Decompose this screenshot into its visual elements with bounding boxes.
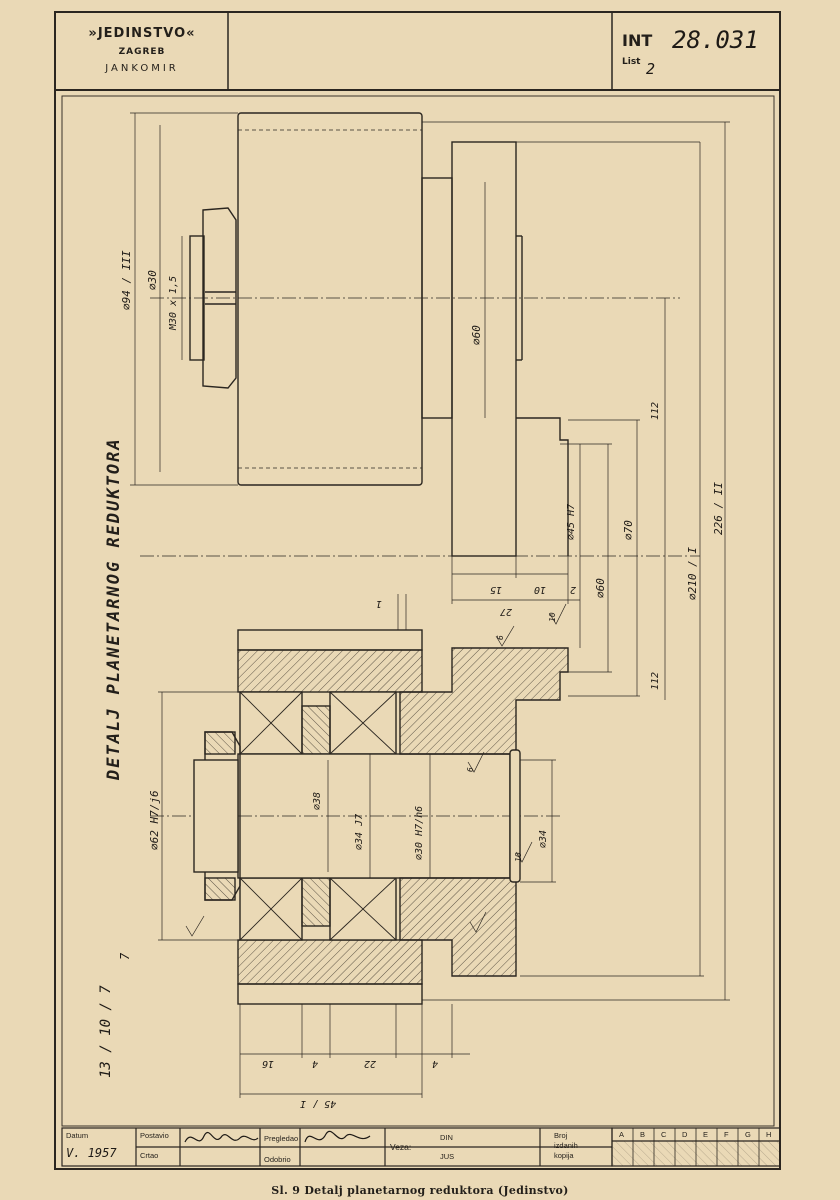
dim-d34-pin: ⌀34 J7 [354, 813, 365, 850]
veza-label: Veza: [390, 1142, 412, 1152]
drawing-title: DETALJ PLANETARNOG REDUKTORA [104, 437, 124, 780]
company-name: »JEDINSTVO« [88, 26, 196, 41]
dim-d38: ⌀38 [312, 791, 323, 810]
letter-c: C [661, 1130, 667, 1139]
company-location: JANKOMIR [105, 63, 179, 74]
letter-a: A [619, 1130, 625, 1139]
dim-d210: ⌀210 / I [686, 547, 699, 600]
signature-postavio [184, 1132, 259, 1143]
int-label: INT [622, 31, 653, 50]
dim-b16: 16 [262, 1058, 275, 1069]
company-city: ZAGREB [118, 47, 166, 57]
roughness-a: 10 [548, 612, 557, 622]
letter-f: F [724, 1130, 729, 1139]
dim-d70: ⌀70 [622, 520, 635, 540]
letter-d: D [682, 1130, 688, 1139]
roughness-c: 6 [496, 635, 505, 640]
dim-d94: ⌀94 / III [120, 250, 133, 310]
section-view [150, 629, 569, 1005]
drawing-number: 28.031 [672, 26, 759, 54]
drawing-frame [54, 11, 781, 1170]
dim-w27: 27 [500, 606, 513, 617]
letter-e: E [703, 1130, 709, 1139]
dim-h112-top: 112 [650, 401, 661, 420]
jus-label: JUS [440, 1152, 455, 1161]
roughness-symbol: 7 [118, 952, 132, 960]
postavio-label: Postavio [140, 1131, 169, 1140]
dim-d45: ⌀45 H7 [566, 503, 577, 540]
dim-b4b: 4 [432, 1058, 439, 1069]
dim-w10: 10 [534, 584, 547, 595]
pregledao-label: Pregledao [264, 1134, 299, 1143]
list-label: List [622, 57, 641, 67]
odobrio-label: Odobrio [264, 1155, 291, 1164]
dim-d30-h7: ⌀30 H7/h6 [414, 805, 425, 860]
dim-w2: 2 [570, 584, 577, 595]
letter-h: H [766, 1130, 772, 1139]
signature-pregledao [304, 1130, 371, 1143]
dim-m30: M30 x 1,5 [168, 275, 179, 330]
list-number: 2 [646, 60, 656, 78]
datum-label: Datum [66, 1131, 89, 1140]
dim-total45: 45 / I [300, 1098, 337, 1109]
roughness-d: 6 [466, 767, 475, 772]
dim-h112-bottom: 112 [650, 671, 661, 690]
letter-g: G [745, 1130, 751, 1139]
kopija-label: kopija [554, 1151, 574, 1160]
datum-value: V. 1957 [66, 1146, 117, 1160]
dim-d226: 226 / II [712, 482, 725, 535]
inner-border [61, 95, 775, 1127]
dimension-lines [130, 112, 730, 1098]
din-label: DIN [440, 1133, 453, 1142]
roughness-note: 13 / 10 / 7 [98, 985, 114, 1078]
dim-w1: 1 [376, 598, 383, 609]
broj-label: Broj [554, 1131, 568, 1140]
top-view [150, 112, 680, 557]
dim-b22: 22 [364, 1058, 377, 1069]
dim-d62: ⌀62 H7/j6 [148, 790, 161, 850]
izdanih-label: izdanih [554, 1141, 578, 1150]
dim-d34: ⌀34 [538, 829, 549, 848]
crtao-label: Crtao [140, 1151, 159, 1160]
letter-b: B [640, 1130, 646, 1139]
letter-grid [611, 1128, 781, 1167]
dim-b4a: 4 [312, 1058, 319, 1069]
figure-caption: Sl. 9 Detalj planetarnog reduktora (Jedi… [271, 1184, 569, 1197]
dim-d30: ⌀30 [146, 270, 159, 290]
dim-w15: 15 [490, 584, 503, 595]
dim-d60-mid: ⌀60 [594, 578, 607, 598]
dim-d60-top: ⌀60 [470, 325, 483, 345]
roughness-b: 10 [514, 852, 523, 862]
